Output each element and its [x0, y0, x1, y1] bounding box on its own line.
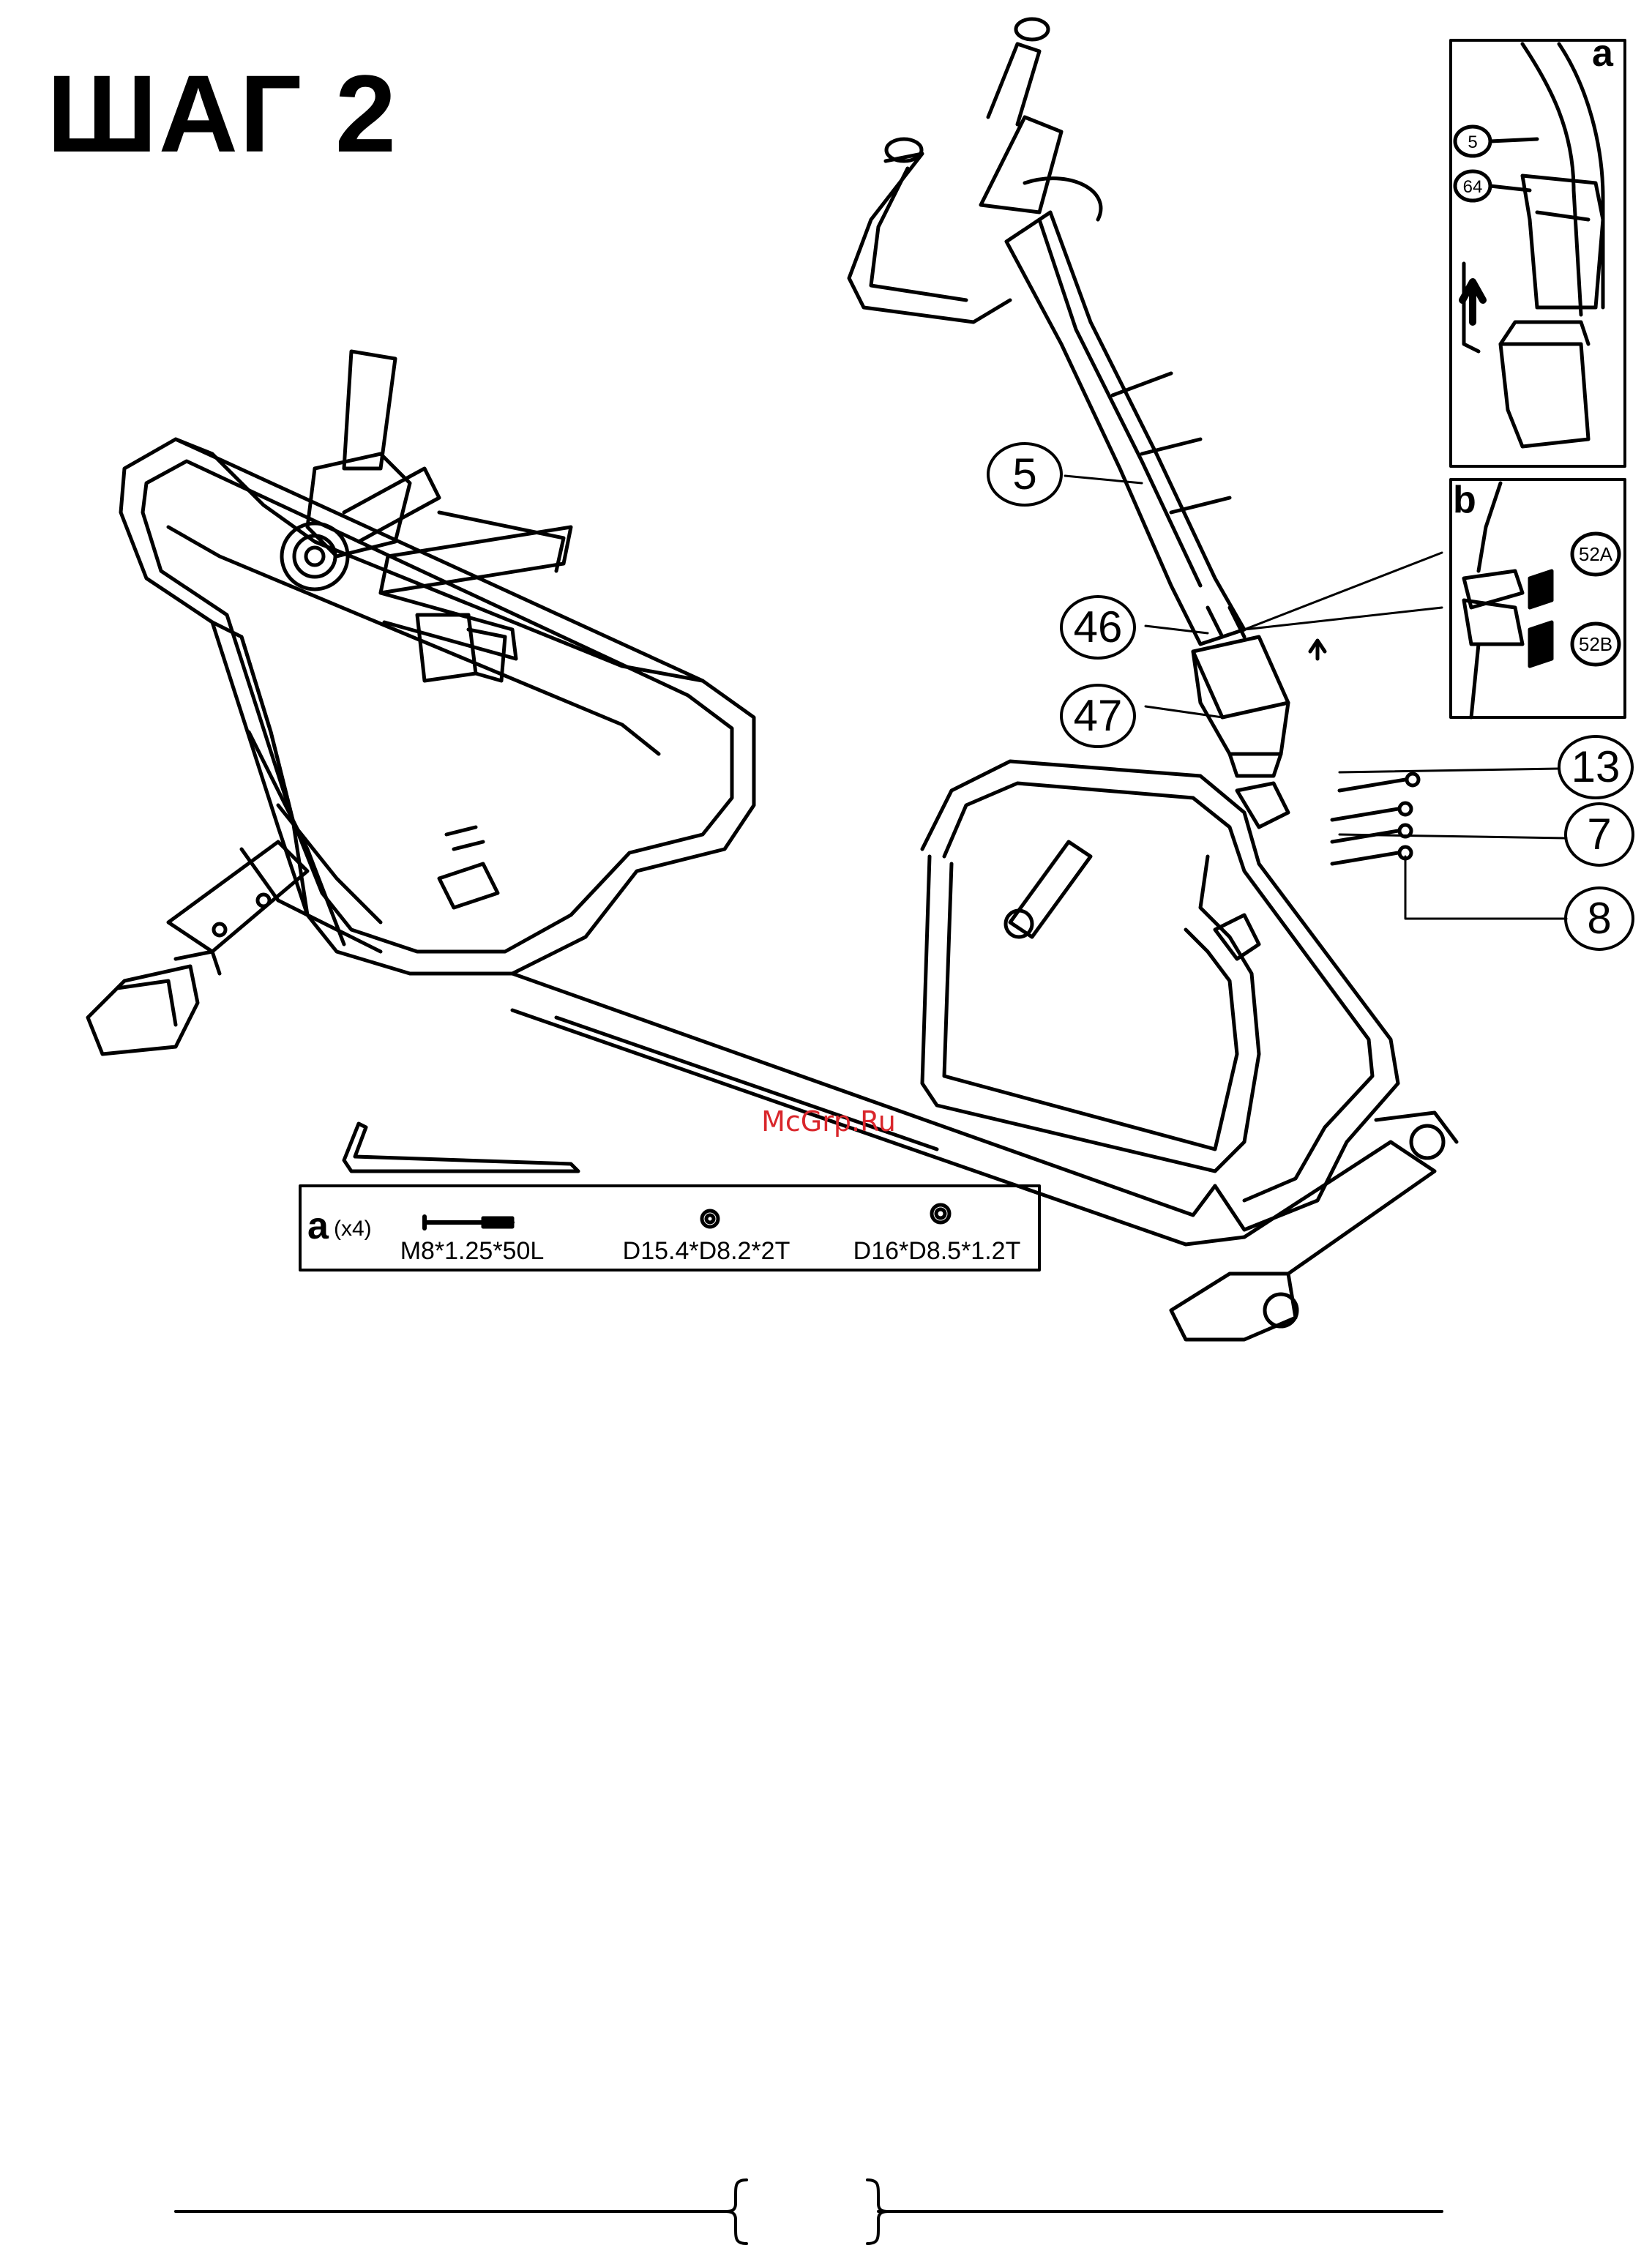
- detail-a-label-64: 64: [1463, 177, 1483, 197]
- callout-8: 8: [1587, 894, 1611, 943]
- detail-a-label-5: 5: [1468, 132, 1477, 152]
- hex-key-tool: [344, 1124, 578, 1171]
- seat-frame-drawing: [121, 351, 754, 974]
- console-mast-drawing: [849, 19, 1244, 644]
- callout-5: 5: [1012, 449, 1036, 498]
- footer-bracket: [176, 2180, 1442, 2244]
- bolts-drawing: [1332, 774, 1419, 864]
- callout-46: 46: [1074, 602, 1123, 651]
- watermark: McGrp.Ru: [761, 1105, 896, 1138]
- detail-b-label-52b: 52B: [1579, 633, 1612, 655]
- detail-a-letter: a: [1592, 32, 1614, 75]
- hardware-item-washer-2: D16*D8.5*1.2T: [853, 1237, 1021, 1265]
- hardware-item-bolt: M8*1.25*50L: [400, 1237, 545, 1265]
- cover-46-47-drawing: [1193, 608, 1325, 776]
- hardware-qty: (x4): [334, 1217, 372, 1241]
- hardware-letter: a: [307, 1205, 329, 1247]
- callout-13: 13: [1571, 742, 1621, 791]
- front-stabilizer-drawing: [88, 842, 307, 1054]
- detail-panel-a: [1451, 40, 1625, 466]
- hardware-item-washer-1: D15.4*D8.2*2T: [623, 1237, 791, 1265]
- callout-7: 7: [1587, 810, 1611, 859]
- detail-b-letter: b: [1453, 479, 1476, 521]
- detail-panel-b: [1451, 479, 1625, 717]
- callout-47: 47: [1074, 691, 1123, 740]
- leader-lines: [1065, 476, 1566, 919]
- upright-frame-drawing: [922, 761, 1398, 1230]
- detail-b-label-52a: 52A: [1579, 543, 1613, 565]
